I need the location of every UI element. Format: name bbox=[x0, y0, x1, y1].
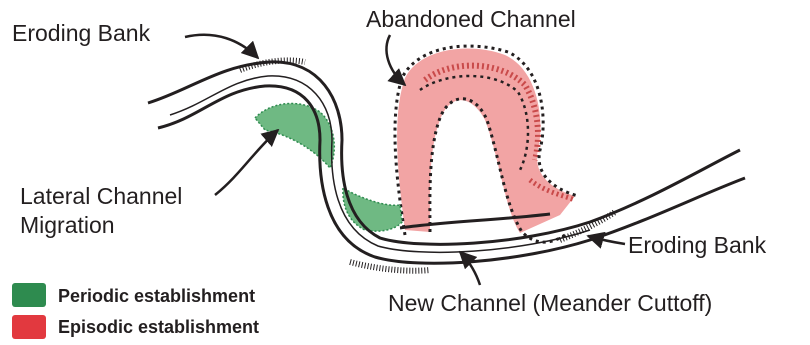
label-lateral-channel: Lateral Channel bbox=[20, 185, 182, 208]
label-new-channel: New Channel (Meander Cuttoff) bbox=[388, 292, 712, 315]
periodic-bar-upper bbox=[255, 103, 334, 168]
label-eroding-bank-top: Eroding Bank bbox=[12, 22, 150, 45]
label-migration: Migration bbox=[20, 214, 115, 237]
arrow-new-channel bbox=[460, 252, 480, 285]
arrow-lateral-migration bbox=[215, 130, 278, 195]
legend-label-periodic: Periodic establishment bbox=[58, 287, 255, 305]
legend-swatch-periodic bbox=[12, 283, 46, 307]
arrow-eroding-bank-top bbox=[185, 35, 258, 58]
arrow-abandoned-channel bbox=[386, 35, 405, 85]
legend-label-episodic: Episodic establishment bbox=[58, 318, 259, 336]
label-eroding-bank-right: Eroding Bank bbox=[628, 234, 766, 257]
legend-swatch-episodic bbox=[12, 315, 46, 339]
abandoned-channel-fill bbox=[397, 49, 575, 233]
label-abandoned-channel: Abandoned Channel bbox=[366, 8, 576, 31]
